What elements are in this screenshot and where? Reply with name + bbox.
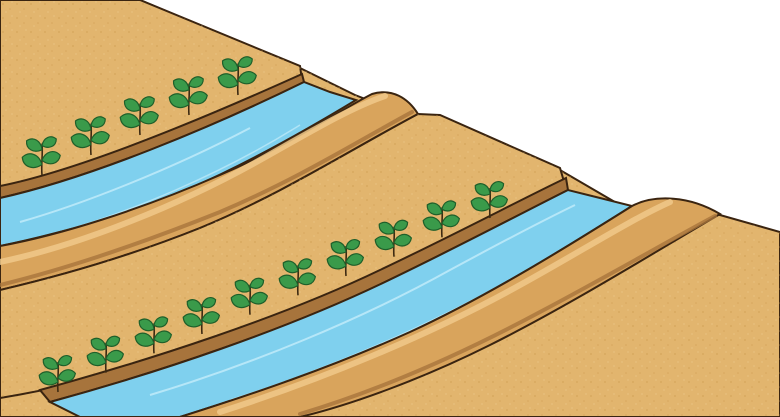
terrace-irrigation-illustration — [0, 0, 780, 417]
